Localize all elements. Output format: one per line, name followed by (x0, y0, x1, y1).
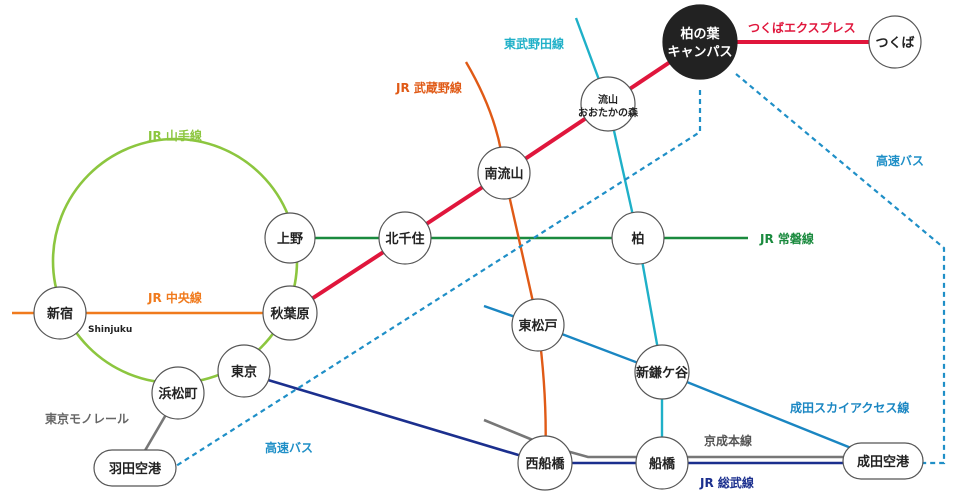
label-musashino: JR 武蔵野線 (395, 80, 462, 95)
station-nagareyama-otakanomori[interactable]: 流山 おおたかの森 (578, 76, 639, 132)
station-akihabara[interactable]: 秋葉原 (262, 285, 318, 341)
station-kashiwanoha-label-2: キャンパス (667, 45, 732, 60)
station-higashi-matsudo-label: 東松戸 (518, 318, 557, 334)
station-tsukuba[interactable]: つくば (868, 15, 922, 69)
yamanote-line (51, 137, 299, 385)
station-tsukuba-label: つくば (875, 36, 914, 51)
station-shin-kamagaya-label: 新鎌ケ谷 (636, 365, 689, 381)
musashino-line (464, 61, 547, 464)
station-akihabara-label: 秋葉原 (270, 306, 309, 322)
station-kashiwa[interactable]: 柏 (611, 211, 665, 265)
station-funabashi-label: 船橋 (649, 456, 676, 472)
label-joban: JR 常磐線 (759, 231, 814, 246)
station-haneda-airport[interactable]: 羽田空港 (93, 449, 177, 487)
label-skyaccess: 成田スカイアクセス線 (790, 400, 909, 415)
label-chuo: JR 中央線 (147, 290, 202, 305)
station-kashiwa-label: 柏 (631, 231, 644, 247)
label-monorail: 東京モノレール (45, 411, 129, 426)
label-sobu: JR 総武線 (699, 475, 754, 490)
station-nishi-funabashi[interactable]: 西船橋 (517, 435, 573, 491)
station-tokyo-label: 東京 (231, 364, 257, 380)
station-kashiwanoha-label-1: 柏の葉 (680, 26, 720, 42)
station-hamamatsucho[interactable]: 浜松町 (151, 366, 205, 420)
label-tobu-noda: 東武野田線 (504, 36, 564, 51)
station-ueno[interactable]: 上野 (264, 212, 316, 264)
tsukuba-express-line (288, 40, 870, 315)
station-kashiwanoha-campus[interactable]: 柏の葉 キャンパス (662, 4, 738, 80)
station-shinjuku[interactable]: 新宿 (33, 286, 87, 340)
station-kita-senju-label: 北千住 (385, 231, 424, 247)
station-ueno-label: 上野 (277, 232, 303, 247)
station-tokyo[interactable]: 東京 (217, 344, 271, 398)
station-minami-nagareyama-label: 南流山 (484, 166, 523, 182)
station-shinjuku-label: 新宿 (47, 306, 73, 322)
station-haneda-label: 羽田空港 (109, 461, 162, 477)
label-bus-right: 高速バス (876, 153, 924, 168)
station-shin-kamagaya[interactable]: 新鎌ケ谷 (634, 344, 690, 400)
label-tsukuba-express: つくばエクスプレス (748, 20, 856, 35)
label-bus-left: 高速バス (265, 440, 313, 455)
label-keisei: 京成本線 (704, 433, 752, 448)
station-higashi-matsudo[interactable]: 東松戸 (511, 298, 565, 352)
station-nishi-funabashi-label: 西船橋 (525, 456, 565, 472)
station-hamamatsucho-label: 浜松町 (158, 386, 197, 402)
station-funabashi[interactable]: 船橋 (635, 436, 689, 490)
label-yamanote: JR 山手線 (147, 128, 202, 143)
bus-line-haneda (175, 90, 702, 467)
bus-line-narita (735, 73, 946, 465)
station-minami-nagareyama[interactable]: 南流山 (477, 146, 531, 200)
station-narita-label: 成田空港 (857, 454, 910, 470)
station-shinjuku-latin: Shinjuku (88, 325, 132, 335)
station-nagareyama-label-2: おおたかの森 (578, 106, 639, 119)
station-nagareyama-label-1: 流山 (598, 93, 618, 106)
skyaccess-line (483, 304, 877, 460)
station-narita-airport[interactable]: 成田空港 (842, 442, 924, 480)
station-kita-senju[interactable]: 北千住 (378, 211, 432, 265)
